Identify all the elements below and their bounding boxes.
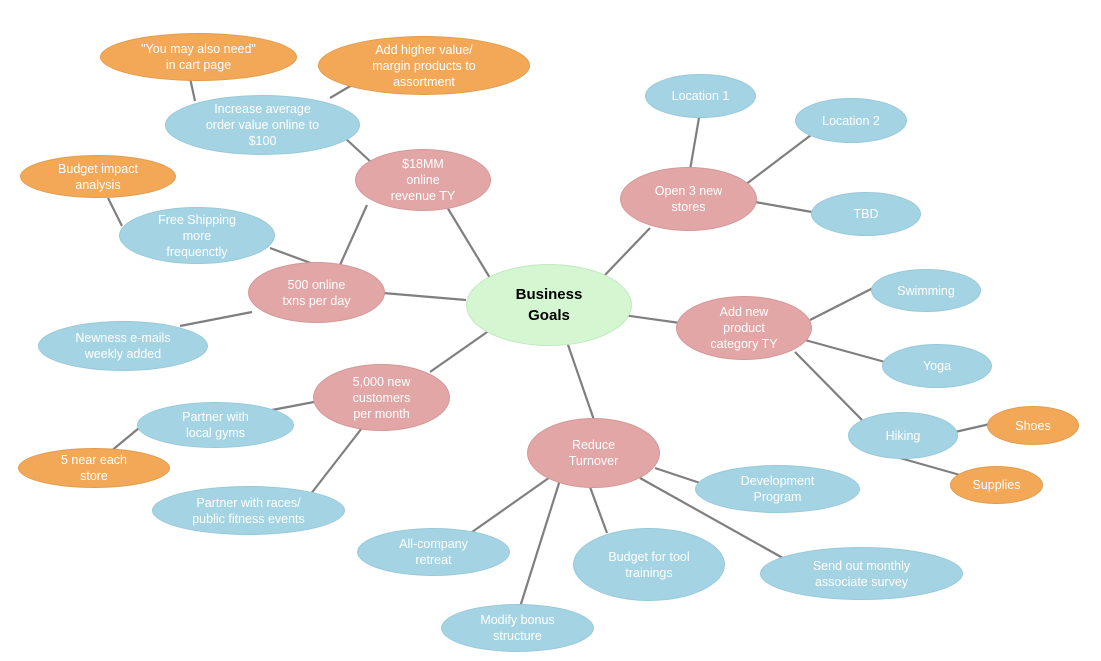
- tactic-node-label: All-company retreat: [399, 537, 468, 567]
- edge-category-yoga: [804, 338, 886, 364]
- edge-turnover-bonus-structure: [518, 479, 562, 608]
- edge-stores-location2: [744, 131, 816, 186]
- edge-customers-partner-races: [309, 427, 363, 496]
- goal-node-label: Reduce Turnover: [568, 438, 619, 468]
- tactic-node-label: Increase average order value online to $…: [205, 102, 320, 148]
- tactic-node-label: Partner with local gyms: [182, 410, 249, 440]
- edge-center-new-customers: [429, 329, 491, 373]
- edge-turnover-company-retreat: [464, 474, 554, 538]
- tactic-node-bonus-structure[interactable]: Modify bonus structure: [441, 604, 594, 652]
- tactic-node-dev-program[interactable]: Development Program: [695, 465, 860, 513]
- goal-node-label: 5,000 new customers per month: [352, 374, 411, 421]
- tactic-node-yoga[interactable]: Yoga: [882, 344, 992, 388]
- tactic-node-label: "You may also need" in cart page: [141, 42, 256, 72]
- edge-turnover-tool-trainings: [588, 486, 609, 534]
- tactic-node-location2[interactable]: Location 2: [795, 98, 907, 143]
- edge-category-swimming: [809, 286, 876, 321]
- tactic-node-label: Newness e-mails weekly added: [75, 331, 171, 361]
- tactic-node-shoes[interactable]: Shoes: [987, 406, 1079, 445]
- edge-turnover-associate-survey: [639, 477, 791, 563]
- tactic-node-newness-emails[interactable]: Newness e-mails weekly added: [38, 321, 208, 371]
- tactic-node-label: Partner with races/ public fitness event…: [192, 495, 305, 526]
- goal-node-new-stores[interactable]: Open 3 new stores: [620, 167, 757, 231]
- edge-avg-order-higher-margin: [329, 84, 353, 99]
- edge-stores-location1: [688, 111, 702, 171]
- central-node-business-goals[interactable]: Business Goals: [466, 264, 632, 346]
- tactic-node-label: Location 2: [822, 113, 880, 128]
- tactic-node-label: Shoes: [1015, 418, 1051, 433]
- tactic-node-label: Free Shipping more frequenctly: [158, 212, 236, 259]
- edge-center-online-revenue: [446, 206, 491, 279]
- edge-free-shipping-budget-impact: [107, 197, 123, 227]
- tactic-node-label: Yoga: [922, 359, 952, 373]
- tactic-node-location1[interactable]: Location 1: [645, 74, 756, 118]
- tactic-node-label: 5 near each store: [60, 453, 128, 483]
- tactic-node-partner-gyms[interactable]: Partner with local gyms: [137, 402, 294, 448]
- tactic-node-avg-order[interactable]: Increase average order value online to $…: [165, 95, 360, 155]
- edge-center-new-stores: [604, 227, 651, 276]
- tactic-node-label: Add higher value/ margin products to ass…: [372, 42, 476, 89]
- tactic-node-associate-survey[interactable]: Send out monthly associate survey: [760, 547, 963, 600]
- tactic-node-tbd[interactable]: TBD: [811, 192, 921, 236]
- goal-node-label: 500 online txns per day: [282, 277, 351, 308]
- tactic-node-near-each-store[interactable]: 5 near each store: [18, 448, 170, 488]
- edge-stores-tbd: [754, 200, 813, 214]
- tactic-node-label: Modify bonus structure: [480, 613, 555, 643]
- edge-center-online-txns: [382, 291, 467, 302]
- tactic-node-hiking[interactable]: Hiking: [848, 412, 958, 459]
- goal-node-new-category[interactable]: Add new product category TY: [676, 296, 812, 360]
- goal-node-online-txns[interactable]: 500 online txns per day: [248, 262, 385, 323]
- goal-node-new-customers[interactable]: 5,000 new customers per month: [313, 364, 450, 431]
- tactic-node-tool-trainings[interactable]: Budget for tool trainings: [573, 528, 725, 601]
- tactic-node-partner-races[interactable]: Partner with races/ public fitness event…: [152, 486, 345, 535]
- tactic-node-supplies[interactable]: Supplies: [950, 466, 1043, 504]
- tactic-node-budget-impact[interactable]: Budget impact analysis: [20, 155, 176, 198]
- edge-revenue-avg-order: [344, 137, 373, 164]
- edge-category-hiking: [794, 351, 863, 421]
- tactic-node-label: Budget impact analysis: [58, 161, 138, 192]
- tactic-node-label: Location 1: [671, 89, 730, 103]
- goal-node-reduce-turnover[interactable]: Reduce Turnover: [527, 418, 660, 488]
- tactic-node-label: Send out monthly associate survey: [812, 558, 911, 589]
- tactic-node-higher-margin[interactable]: Add higher value/ margin products to ass…: [318, 36, 530, 95]
- tactic-node-label: Budget for tool trainings: [608, 549, 690, 580]
- edge-center-reduce-turnover: [565, 341, 596, 421]
- goal-node-online-revenue[interactable]: $18MM online revenue TY: [355, 149, 491, 211]
- edge-txns-newness-emails: [179, 310, 253, 328]
- edge-customers-partner-gyms: [271, 400, 315, 412]
- tactic-node-label: TBD: [853, 207, 879, 221]
- goal-node-label: Add new product category TY: [710, 305, 778, 351]
- tactic-node-label: Hiking: [885, 428, 921, 443]
- central-node-label: Business Goals: [515, 286, 583, 324]
- tactic-node-label: Supplies: [972, 478, 1021, 492]
- edge-hiking-supplies: [899, 456, 961, 477]
- tactic-node-you-may-need[interactable]: "You may also need" in cart page: [100, 33, 297, 81]
- goal-node-label: Open 3 new stores: [654, 184, 723, 214]
- goal-node-label: $18MM online revenue TY: [390, 157, 456, 203]
- tactic-node-swimming[interactable]: Swimming: [871, 269, 981, 312]
- tactic-node-company-retreat[interactable]: All-company retreat: [357, 528, 510, 576]
- edge-avg-order-you-may-need: [188, 77, 197, 102]
- tactic-node-free-shipping[interactable]: Free Shipping more frequenctly: [119, 207, 275, 264]
- edge-revenue-online-txns: [338, 204, 369, 266]
- tactic-node-label: Swimming: [897, 283, 955, 298]
- edge-center-new-category: [622, 313, 681, 325]
- tactic-node-label: Development Program: [740, 474, 815, 504]
- edge-hiking-shoes: [954, 422, 991, 434]
